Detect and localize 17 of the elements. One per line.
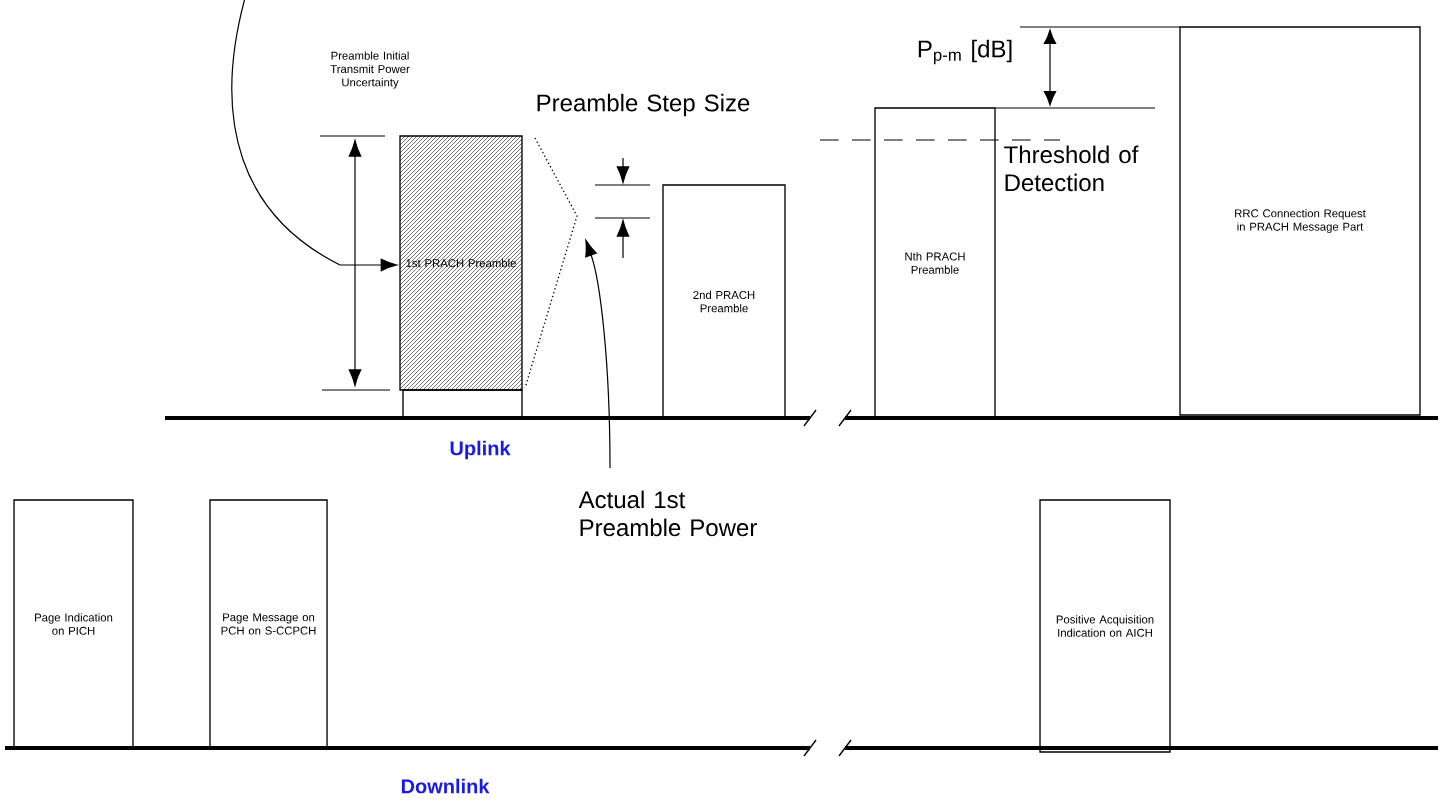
curved-arrow <box>231 0 398 272</box>
preamble-box: Nth PRACH Preamble <box>874 107 996 419</box>
channel-box: Page Indication on PICH <box>13 499 134 749</box>
annotation-text: Actual 1st Preamble Power <box>578 490 757 537</box>
channel-box: Positive Acquisition Indication on AICH <box>1039 499 1171 753</box>
annotation-text: Preamble Step Size <box>537 93 750 117</box>
message-box: RRC Connection Request in PRACH Message Part <box>1179 26 1421 416</box>
hatched-preamble-box <box>402 389 523 419</box>
section-title: Downlink <box>401 778 490 794</box>
channel-box: Page Message on PCH on S-CCPCH <box>209 499 328 749</box>
section-title: Uplink <box>450 440 511 460</box>
hatched-preamble-box: 1st PRACH Preamble <box>399 135 523 391</box>
preamble-box: 2nd PRACH Preamble <box>662 184 786 419</box>
annotation-text: Preamble Initial Transmit Power Uncertainty <box>330 51 410 89</box>
annotation-text: Threshold of Detection <box>1004 145 1139 192</box>
annotation-text: P$_{p-m}$ [dB] <box>918 39 1012 65</box>
leader-arrow <box>585 239 611 469</box>
